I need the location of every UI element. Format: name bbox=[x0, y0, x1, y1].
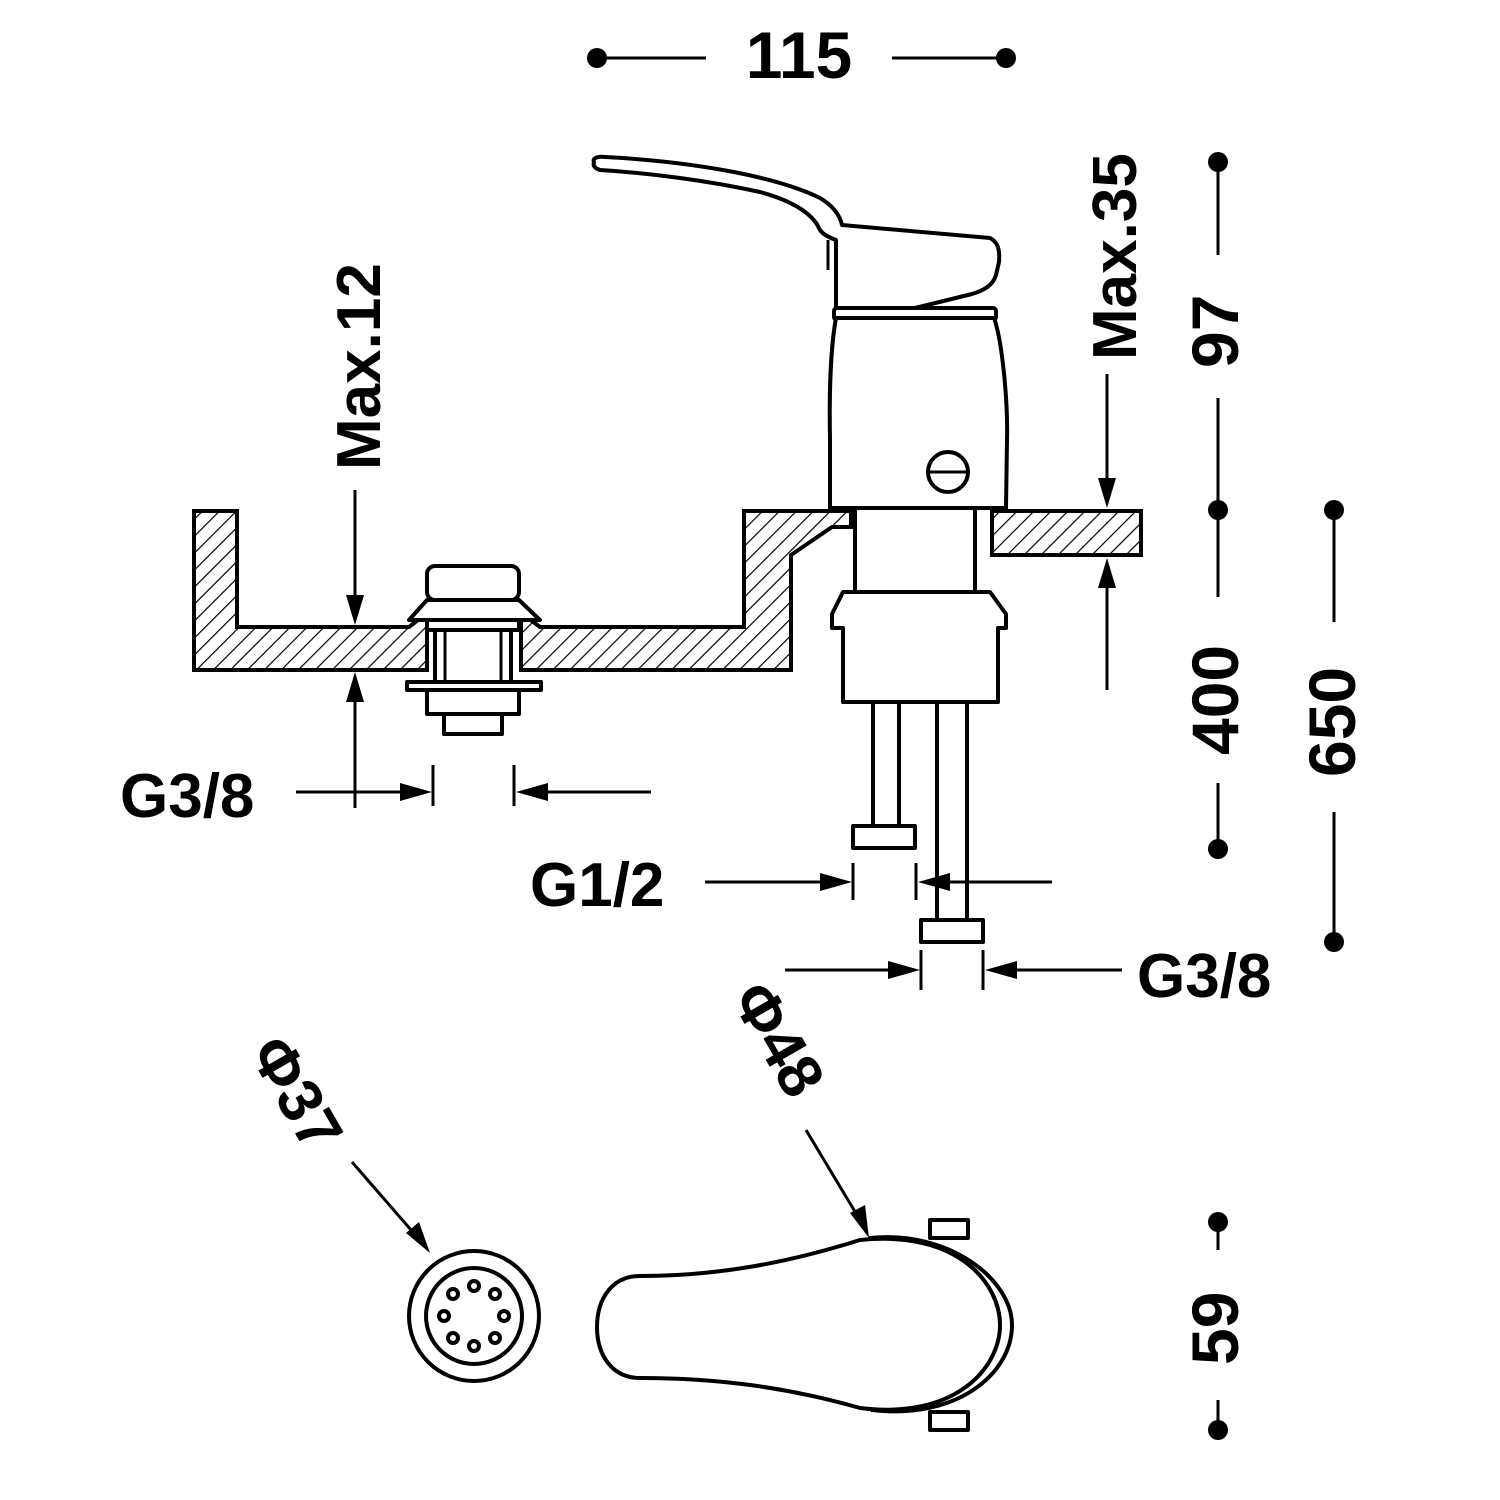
dim-label-650: 650 bbox=[1295, 667, 1369, 777]
dim-thread-g38-right: G3/8 bbox=[785, 942, 1271, 1011]
dim-max-35: Max.35 bbox=[1081, 153, 1150, 690]
dim-thread-g12: G1/2 bbox=[530, 851, 1052, 920]
lever-handle bbox=[591, 154, 1002, 310]
dim-height-chain: 97 400 bbox=[1178, 152, 1252, 859]
drain-holes bbox=[437, 1279, 511, 1353]
dim-label-g12: G1/2 bbox=[530, 851, 664, 920]
dim-label-dia37: Φ37 bbox=[236, 1025, 356, 1163]
dim-height-59: 59 bbox=[1178, 1212, 1252, 1440]
dim-label-max35: Max.35 bbox=[1081, 153, 1150, 360]
dim-thread-g38-left: G3/8 bbox=[120, 762, 651, 831]
counter-right-section bbox=[990, 509, 1143, 557]
lever-plan bbox=[595, 1236, 1002, 1412]
dim-width-115: 115 bbox=[587, 18, 1016, 92]
dim-max-12: Max.12 bbox=[325, 263, 394, 808]
basin-section bbox=[192, 509, 1143, 672]
dim-label-max12: Max.12 bbox=[325, 263, 394, 470]
plan-mixer: Φ48 bbox=[595, 971, 1014, 1432]
dim-height-650: 650 bbox=[1295, 500, 1369, 952]
dim-label-59: 59 bbox=[1178, 1292, 1252, 1365]
drain-fitting bbox=[405, 564, 543, 736]
dim-label-g38-left: G3/8 bbox=[120, 762, 254, 831]
basin-mid-section bbox=[519, 509, 853, 672]
dim-label-g38-right: G3/8 bbox=[1137, 942, 1271, 1011]
plan-drain: Φ37 bbox=[236, 1025, 541, 1383]
tap-body bbox=[827, 316, 1010, 510]
dim-label-115: 115 bbox=[746, 18, 852, 92]
dim-label-97: 97 bbox=[1178, 295, 1252, 368]
mixer-body bbox=[591, 154, 1010, 944]
dim-label-400: 400 bbox=[1178, 645, 1252, 755]
basin-left-section bbox=[192, 509, 429, 672]
dim-label-dia48: Φ48 bbox=[718, 971, 838, 1109]
